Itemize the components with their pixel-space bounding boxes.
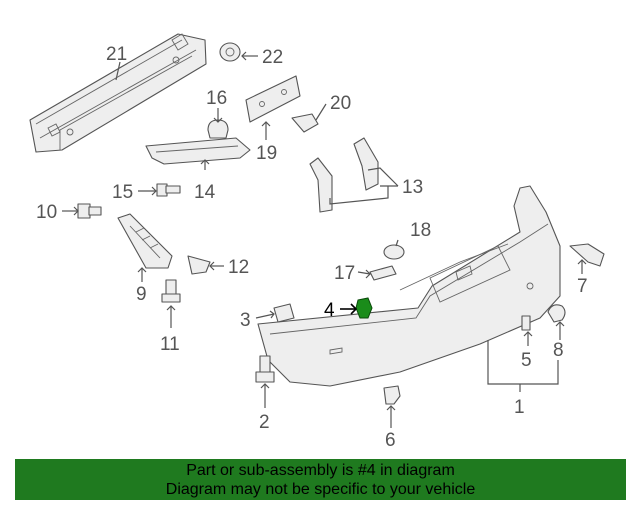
part-20-bracket — [291, 113, 319, 133]
part-13-side-brackets — [309, 137, 379, 213]
callout-10: 10 — [36, 202, 57, 223]
callout-11: 11 — [160, 334, 180, 355]
callout-3: 3 — [240, 310, 251, 331]
callout-7: 7 — [577, 276, 588, 297]
callout-5: 5 — [521, 350, 532, 371]
part-14-bracket — [145, 137, 251, 165]
part-22-nut — [219, 42, 241, 62]
callout-17: 17 — [334, 263, 355, 284]
callout-19: 19 — [256, 143, 277, 164]
part-19-plate — [245, 75, 301, 123]
banner-line-1: Part or sub-assembly is #4 in diagram — [186, 462, 455, 479]
part-15-bolt — [156, 183, 181, 197]
part-9-bracket — [117, 213, 173, 269]
callout-13: 13 — [402, 177, 423, 198]
part-3-clip — [273, 303, 295, 323]
part-10-bolt — [77, 203, 102, 219]
callout-1: 1 — [514, 397, 525, 418]
callout-15: 15 — [112, 182, 133, 203]
callout-20: 20 — [330, 93, 351, 114]
callout-16: 16 — [206, 88, 227, 109]
part-12-clip — [187, 255, 211, 275]
part-4-fastener — [355, 297, 373, 319]
leader-lines — [62, 51, 587, 428]
callout-14: 14 — [194, 182, 216, 203]
part-21-reinforcement-beam — [29, 33, 207, 153]
callout-9: 9 — [136, 284, 147, 305]
part-7-clip — [569, 243, 605, 267]
callout-22: 22 — [262, 47, 283, 68]
part-5-pad — [521, 315, 531, 331]
part-8-sensor — [547, 304, 566, 323]
part-17-pad — [369, 265, 397, 281]
part-18-seal — [383, 244, 405, 260]
callout-2: 2 — [259, 412, 270, 433]
callout-21: 21 — [106, 44, 127, 65]
banner-line-2: Diagram may not be specific to your vehi… — [165, 481, 476, 498]
callout-4: 4 — [324, 300, 335, 321]
parts-diagram: 21 22 16 20 19 14 15 13 10 18 12 17 9 7 … — [29, 33, 605, 451]
part-2-bolt — [255, 355, 275, 383]
part-6-clip — [383, 385, 401, 405]
callout-18: 18 — [410, 220, 431, 241]
diagram-notice-banner: Part or sub-assembly is #4 in diagram Di… — [15, 459, 626, 500]
part-1-bumper-cover — [257, 185, 561, 387]
callout-8: 8 — [553, 340, 564, 361]
part-11-bolt — [161, 279, 181, 303]
callout-6: 6 — [385, 430, 396, 451]
callout-12: 12 — [228, 257, 249, 278]
